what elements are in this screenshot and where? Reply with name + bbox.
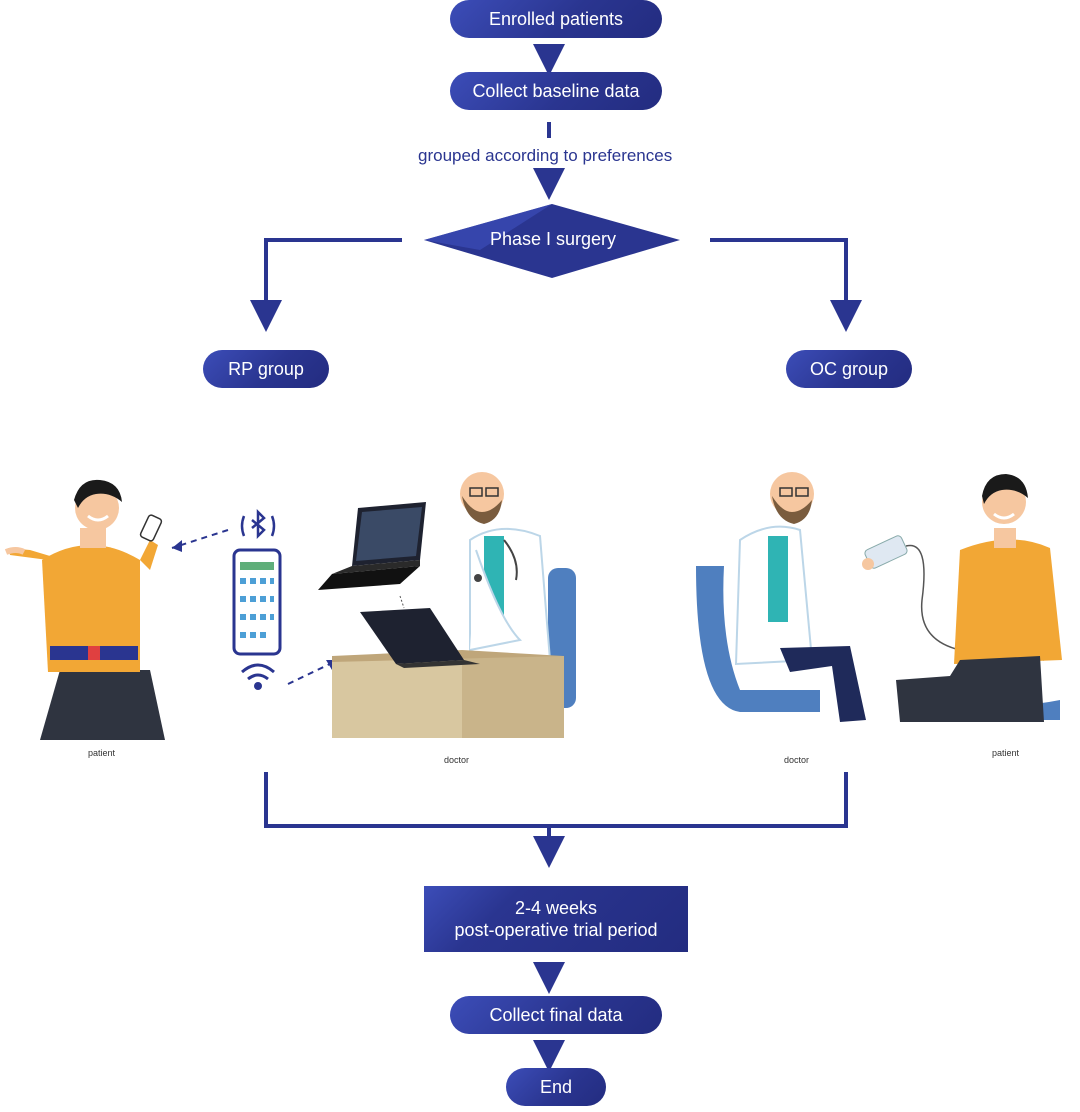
trial-period-line1: 2-4 weeks [514,898,598,918]
caption-rp-patient: patient [88,748,116,758]
caption-rp-doctor: doctor [444,755,470,765]
rp-doctor-illustration [332,472,576,738]
end-label: End [539,1076,573,1097]
collect-final-label: Collect final data [489,1004,623,1025]
bluetooth-icon [240,508,276,540]
collect-baseline-node: Collect baseline data [450,72,662,110]
collect-final-node: Collect final data [450,996,662,1034]
caption-oc-doctor: doctor [784,755,810,765]
phase-surgery-label: Phase I surgery [489,229,617,249]
floating-laptop-illustration [318,502,426,609]
arrow-phase-rp [250,238,402,332]
smartphone-illustration [232,548,282,656]
rp-patient-illustration [4,479,165,740]
end-node: End [506,1068,606,1106]
rp-group-node: RP group [203,350,329,388]
caption-oc-patient: patient [992,748,1020,758]
oc-doctor-illustration [696,472,866,722]
oc-group-label: OC group [809,358,889,379]
bracket-merge [264,772,848,828]
arrow-phase-oc [710,238,862,332]
trial-period-line2: post-operative trial period [454,920,658,940]
oc-group-node: OC group [786,350,912,388]
enrolled-patients-label: Enrolled patients [488,8,624,29]
rp-group-label: RP group [228,358,304,379]
oc-patient-illustration [896,474,1062,722]
collect-baseline-label: Collect baseline data [472,80,640,101]
enrolled-patients-node: Enrolled patients [450,0,662,38]
wifi-icon [241,663,275,690]
trial-period-node: 2-4 weeks post-operative trial period [424,886,688,952]
grouped-note: grouped according to preferences [418,146,673,165]
phase-diamond [424,204,680,278]
dashed-arrow-to-doctor-laptop [287,661,335,685]
